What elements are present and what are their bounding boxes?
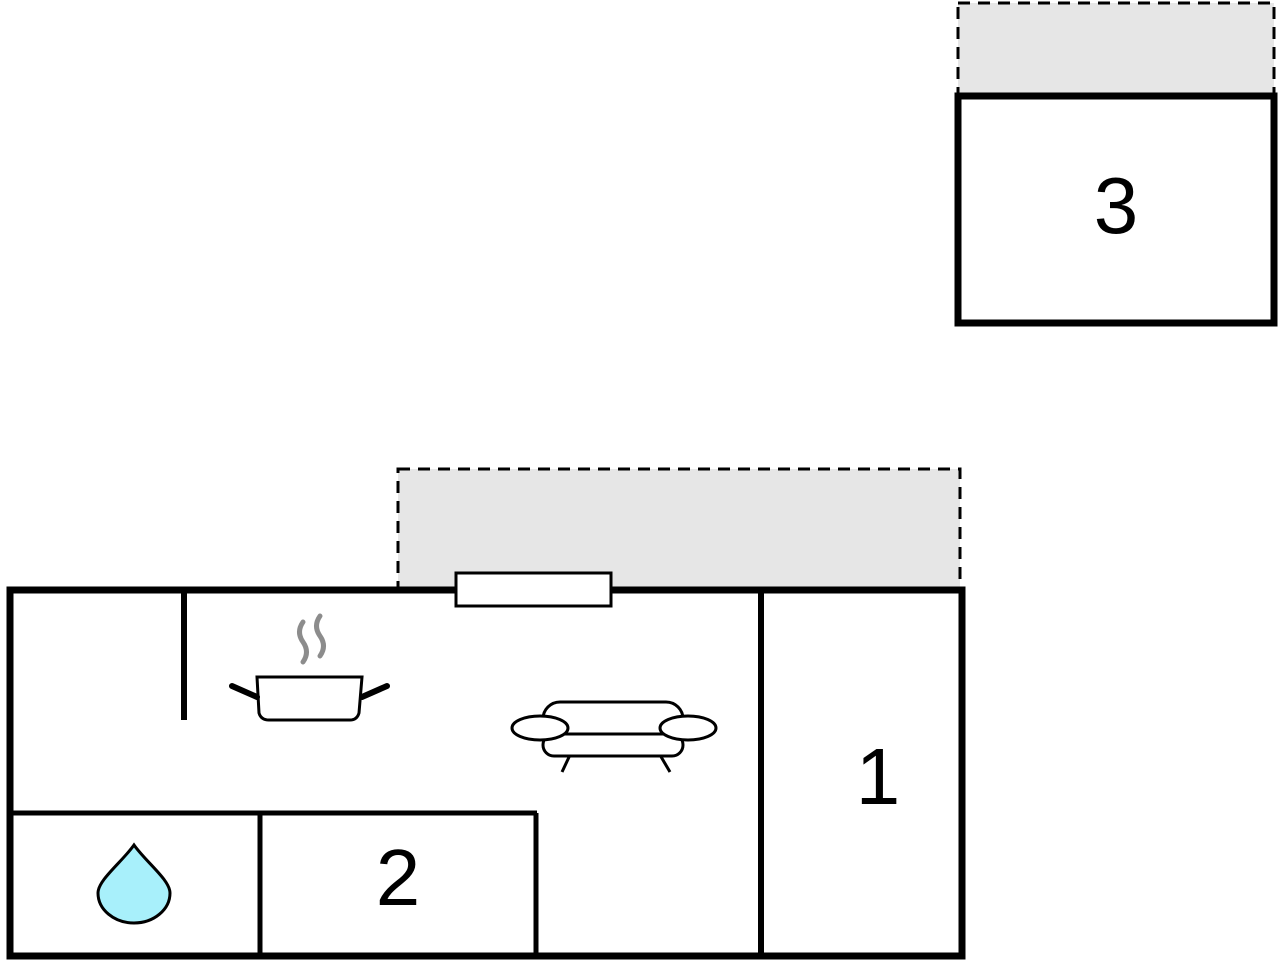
sofa-leg-left [560, 754, 572, 773]
water-drop-icon [96, 842, 172, 925]
pot-body [255, 675, 364, 722]
pot-handle-left [229, 683, 260, 700]
room-3-number: 3 [1094, 161, 1139, 250]
terrace-main [396, 467, 962, 591]
sofa-arm-left [510, 714, 570, 742]
cooking-pot-icon [229, 613, 390, 722]
room-1-number: 1 [856, 732, 901, 821]
terrace-top-right [956, 1, 1276, 97]
steam-left [297, 619, 309, 665]
room-2-number: 2 [376, 833, 421, 922]
sofa-arm-right [658, 714, 718, 742]
sofa-leg-right [658, 754, 672, 773]
sofa-seat [541, 732, 685, 758]
sofa-icon [510, 700, 718, 773]
pot-handle-right [359, 683, 390, 700]
steam-right [314, 613, 326, 659]
window [454, 571, 613, 608]
room-3-outline [954, 92, 1278, 327]
